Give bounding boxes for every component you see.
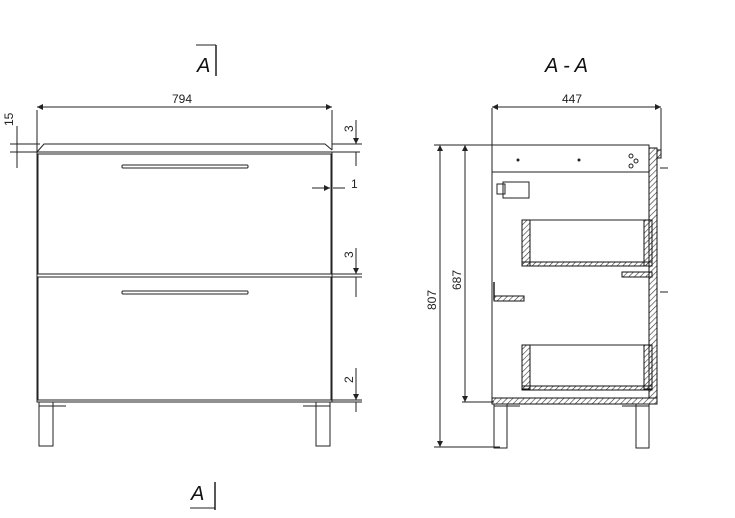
section-back-leg [635, 403, 650, 449]
side-gap-label: 1 [351, 177, 358, 191]
middle-gap-dimension: 3 [332, 248, 362, 297]
total-height-dimension: 807 [425, 144, 500, 448]
upper-drawer-box [521, 219, 653, 267]
front-width-dimension: 794 [36, 92, 333, 152]
middle-gap-label: 3 [342, 251, 356, 258]
section-title: A - A [544, 55, 588, 77]
total-height-label: 807 [425, 290, 439, 310]
body-height-dimension: 687 [450, 145, 494, 403]
front-width-label: 794 [172, 92, 192, 106]
rail [621, 271, 653, 278]
bottom-gap-dimension: 2 [332, 368, 362, 412]
depth-dimension: 447 [491, 92, 662, 150]
front-left-leg [38, 401, 54, 447]
upper-drawer-handle [121, 164, 249, 169]
section-marker-bottom: A [190, 482, 216, 510]
depth-label: 447 [562, 92, 582, 106]
lower-drawer-box [521, 344, 653, 391]
front-view: A 794 15 [2, 44, 362, 510]
front-right-leg [315, 401, 331, 447]
top-gap-dimension: 3 [332, 120, 362, 166]
side-gap-dimension: 1 [312, 177, 358, 191]
worktop [36, 143, 360, 153]
section-front-leg [493, 403, 508, 449]
bottom-panel [491, 397, 658, 405]
section-worktop [491, 144, 650, 173]
top-gap-label: 3 [342, 125, 356, 132]
body-height-label: 687 [450, 270, 464, 290]
bottom-gap-label: 2 [342, 376, 356, 383]
section-view: A - A 447 807 687 [425, 55, 668, 449]
section-marker-bottom-label: A [190, 483, 204, 505]
top-thickness-label: 15 [2, 112, 16, 126]
section-marker-top-label: A [196, 55, 210, 77]
siphon-detail [496, 181, 530, 199]
upper-drawer [37, 153, 332, 275]
front-rail [493, 295, 525, 302]
section-marker-top: A [196, 44, 217, 77]
top-thickness-dimension: 15 [2, 112, 40, 168]
lower-drawer [37, 276, 332, 401]
lower-drawer-handle [121, 290, 249, 295]
